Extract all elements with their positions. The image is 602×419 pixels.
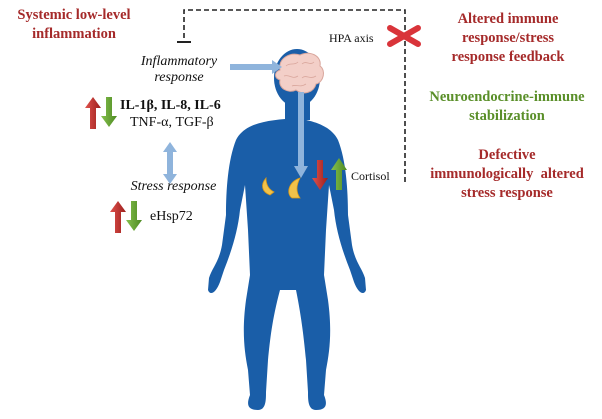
cytokines-increase-arrow: [85, 97, 101, 129]
blocked-cross-icon: [387, 25, 421, 47]
altered-feedback-label: Altered immune response/stress response …: [416, 10, 600, 67]
cortisol-label: Cortisol: [351, 169, 390, 183]
cytokines-decrease-arrow: [101, 97, 117, 127]
cytokines-label: TNF-α, TGF-β: [130, 115, 214, 130]
adrenal-gland-right: [288, 177, 301, 199]
inflammatory-line1: Inflammatory: [140, 54, 218, 69]
bidirectional-arrow: [163, 142, 177, 184]
cytokines-bold-label: IL-1β, IL-8, IL-6: [120, 98, 221, 113]
defective-line2: immunologically altered: [430, 166, 584, 182]
cortisol-decrease-arrow: [312, 160, 328, 190]
stress-response-label: Stress response: [130, 179, 217, 194]
systemic-inflammation-title: Systemic low-level inflammation: [4, 6, 144, 44]
ehsp72-increase-arrow: [110, 201, 126, 233]
defective-line1: Defective: [478, 147, 536, 163]
hpa-axis-arrow: [294, 92, 308, 178]
systemic-title-line1: Systemic low-level: [17, 7, 131, 23]
human-body-silhouette: [208, 49, 366, 410]
hpa-axis-label: HPA axis: [329, 31, 374, 45]
inflammatory-line2: response: [154, 70, 204, 85]
ehsp72-label: eHsp72: [150, 209, 193, 224]
altered-line3: response feedback: [451, 49, 565, 65]
feedback-dashed-line: [183, 9, 406, 182]
neuro-line2: stabilization: [469, 108, 545, 124]
ehsp72-decrease-arrow: [126, 201, 142, 231]
defective-stress-response-label: Defective immunologically altered stress…: [412, 146, 602, 203]
defective-line3: stress response: [461, 185, 553, 201]
altered-line2: response/stress: [461, 30, 555, 46]
inflammatory-response-label: Inflammatory response: [124, 54, 234, 86]
systemic-title-line2: inflammation: [32, 26, 116, 42]
cortisol-increase-arrow: [331, 158, 347, 190]
adrenal-gland-left: [262, 176, 275, 196]
neuro-line1: Neuroendocrine-immune: [429, 89, 585, 105]
altered-line1: Altered immune: [457, 11, 559, 27]
inflammatory-to-brain-arrow: [230, 60, 282, 74]
neuroendocrine-stabilization-label: Neuroendocrine-immune stabilization: [412, 88, 602, 126]
brain-icon: [275, 52, 324, 94]
